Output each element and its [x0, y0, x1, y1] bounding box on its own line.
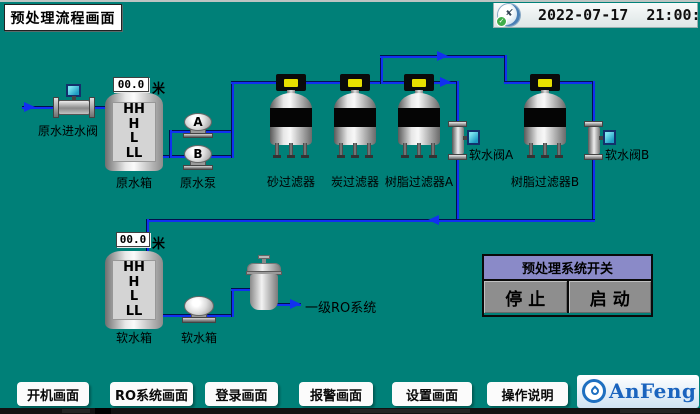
- soft-tank-level-marks: HH H L LL: [112, 260, 156, 320]
- nav-alarm-screen-button[interactable]: 报警画面: [299, 382, 373, 406]
- filter-band: [270, 108, 312, 127]
- datetime-text: 2022-07-17 21:00:06: [538, 6, 700, 24]
- inlet-valve-flange: [53, 97, 59, 118]
- pump-b-base: [183, 165, 213, 170]
- ro-system-label: 一级RO系统: [305, 301, 377, 316]
- raw-water-tank: HH H L LL: [105, 93, 163, 171]
- raw-pumps-label: 原水泵: [179, 176, 216, 190]
- nav-ro-system-screen-button[interactable]: RO系统画面: [110, 382, 193, 406]
- flow-arrow-left: [428, 215, 439, 225]
- soft-pump-base: [182, 317, 216, 323]
- pipe-segment: [231, 288, 252, 291]
- soft-valve-b-body: [588, 127, 600, 154]
- pipe-segment: [169, 130, 172, 158]
- soft-tank-label: 软水箱: [115, 331, 152, 345]
- soft-valve-a-label: 软水阀A: [469, 148, 514, 162]
- anfeng-logo-icon: [582, 379, 606, 403]
- taskbar-item: [350, 409, 470, 413]
- nav-startup-screen-button[interactable]: 开机画面: [17, 382, 89, 406]
- pretreatment-switch-panel: 预处理系统开关 停 止 启 动: [482, 254, 653, 317]
- flow-arrow-right: [437, 51, 448, 61]
- carbon-filter-top-valve: [340, 74, 370, 91]
- window-top-edge: [0, 0, 700, 2]
- pump-b: B: [184, 145, 212, 163]
- resin-filter-b-label: 树脂过滤器B: [510, 175, 580, 189]
- raw-tank-label: 原水箱: [115, 176, 152, 190]
- pipe-segment: [231, 81, 234, 158]
- raw-tank-level-marks: HH H L LL: [112, 102, 156, 162]
- soft-pump-label: 软水箱: [180, 331, 217, 345]
- soft-valve-b-flange: [584, 121, 603, 127]
- filter-band: [334, 108, 376, 127]
- pipe-segment: [231, 288, 234, 317]
- water-drop-icon: [589, 385, 601, 397]
- flow-arrow-right: [24, 102, 35, 112]
- sand-filter-label: 砂过滤器: [266, 175, 315, 189]
- nav-settings-screen-button[interactable]: 设置画面: [392, 382, 472, 406]
- anfeng-logo: AnFeng: [577, 375, 699, 408]
- filter-neck: [287, 90, 295, 95]
- soft-valve-b-stem: [599, 136, 604, 140]
- raw-tank-level-unit: 米: [152, 82, 166, 97]
- soft-valve-b-label: 软水阀B: [605, 148, 650, 162]
- start-button[interactable]: 启 动: [568, 281, 651, 313]
- inlet-valve-label: 原水进水阀: [37, 124, 98, 138]
- soft-valve-a-actuator-icon: [467, 130, 480, 145]
- soft-pump: [184, 296, 214, 316]
- switch-panel-title: 预处理系统开关: [484, 256, 651, 281]
- page-title: 预处理流程画面: [4, 4, 122, 31]
- soft-valve-a-flange: [448, 154, 467, 160]
- flow-arrow-right: [440, 77, 451, 87]
- filter-neck: [351, 90, 359, 95]
- soft-water-tank: HH H L LL: [105, 251, 163, 329]
- filter-band: [524, 108, 566, 127]
- raw-tank-level-display: 00.0: [113, 77, 149, 92]
- taskbar-item: [62, 409, 90, 413]
- soft-valve-a-body: [452, 127, 464, 154]
- pump-a: A: [184, 113, 212, 131]
- resin-filter-b-top-valve: [530, 74, 560, 91]
- soft-tank-level-display: 00.0: [116, 232, 150, 247]
- pipe-segment: [504, 55, 507, 84]
- flow-arrow-right: [290, 299, 301, 309]
- nav-help-button[interactable]: 操作说明: [487, 382, 568, 406]
- resin-filter-a-label: 树脂过滤器A: [384, 175, 454, 189]
- pipe-segment: [277, 303, 301, 306]
- anfeng-logo-text: AnFeng: [609, 379, 697, 403]
- inlet-valve-body: [58, 100, 90, 115]
- precision-filter-body: [250, 274, 278, 310]
- taskbar-item: [620, 409, 680, 413]
- soft-valve-a-flange: [448, 121, 467, 127]
- pump-a-base: [183, 133, 213, 138]
- filter-neck: [541, 90, 549, 95]
- precision-filter-knob: [258, 255, 270, 259]
- soft-valve-b-flange: [584, 154, 603, 160]
- resin-filter-a-top-valve: [404, 74, 434, 91]
- check-badge-icon: ✓: [496, 16, 507, 27]
- filter-neck: [415, 90, 423, 95]
- pipe-segment: [380, 55, 383, 84]
- sand-filter-top-valve: [276, 74, 306, 91]
- taskbar-item: [95, 408, 111, 414]
- soft-tank-level-unit: 米: [152, 237, 166, 252]
- carbon-filter-label: 炭过滤器: [330, 175, 379, 189]
- clock-icon: ✓: [496, 4, 520, 27]
- pipe-segment: [146, 219, 595, 222]
- stop-button[interactable]: 停 止: [484, 281, 569, 313]
- soft-valve-a-stem: [463, 136, 468, 140]
- filter-band: [398, 108, 440, 127]
- precision-filter-vent: [262, 258, 266, 264]
- soft-valve-b-actuator-icon: [603, 130, 616, 145]
- datetime-box: ✓ 2022-07-17 21:00:06: [493, 3, 700, 28]
- inlet-valve-stem: [72, 96, 76, 102]
- inlet-valve-flange: [89, 97, 95, 118]
- nav-login-screen-button[interactable]: 登录画面: [205, 382, 278, 406]
